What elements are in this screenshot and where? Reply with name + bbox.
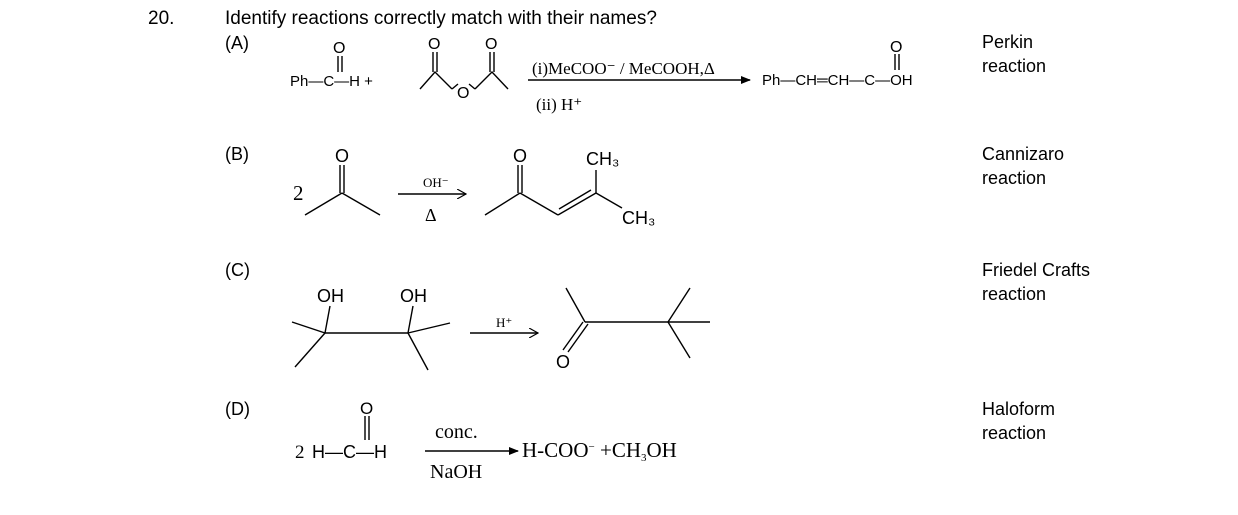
reaction-d-coefficient: 2 <box>295 442 305 463</box>
reaction-d-formaldehyde <box>364 416 370 440</box>
reaction-a-anhydride-bridge-o: O <box>457 85 469 102</box>
reaction-d-condition-bottom: NaOH <box>430 461 482 483</box>
reaction-c-pinacol <box>291 305 451 371</box>
reaction-a-condition-2: (ii) H⁺ <box>536 95 582 114</box>
reaction-a-product-carbonyl <box>894 54 900 70</box>
reaction-a-condition-1: (i)MeCOO⁻ / MeCOOH,Δ <box>532 59 715 78</box>
reaction-b-product <box>484 165 623 216</box>
reaction-d-reactant: H—C—H <box>312 442 387 462</box>
name-haloform: Haloform reaction <box>982 399 1056 443</box>
reaction-a-benzaldehyde <box>337 56 343 72</box>
reaction-a-anhydride-o2: O <box>485 36 497 53</box>
reaction-b-product-o: O <box>513 146 527 166</box>
reaction-a-anhydride <box>419 52 509 90</box>
reaction-a-product: Ph—CH═CH—C—OH <box>762 72 913 89</box>
option-label-a: (A) <box>225 33 249 53</box>
reaction-c-oh-left: OH <box>317 286 344 306</box>
option-label-c: (C) <box>225 260 250 280</box>
reaction-a-reactant: Ph—C—H + <box>290 73 373 90</box>
reaction-a-product-o: O <box>890 39 902 56</box>
reaction-b-ch3-top: CH₃ <box>586 149 619 169</box>
reaction-d-products: H-COO− +CH3OH <box>522 438 677 464</box>
reaction-b-ch3-bottom: CH₃ <box>622 208 655 228</box>
reaction-d-o-atom: O <box>360 399 373 418</box>
reaction-d-condition-top: conc. <box>435 421 478 443</box>
reaction-b-reagent: OH⁻ <box>423 175 449 190</box>
reaction-b-acetone <box>304 165 381 216</box>
name-perkin: Perkin reaction <box>982 32 1047 76</box>
option-label-d: (D) <box>225 399 250 419</box>
reaction-a-o-atom: O <box>333 40 345 57</box>
option-label-b: (B) <box>225 144 249 164</box>
question-number: 20. <box>148 8 175 29</box>
reaction-c-product-o: O <box>556 352 570 372</box>
question-text: Identify reactions correctly match with … <box>225 8 657 29</box>
reaction-a-anhydride-o1: O <box>428 36 440 53</box>
name-cannizaro: Cannizaro reaction <box>982 144 1065 188</box>
reaction-b-condition: Δ <box>425 205 437 225</box>
reaction-c-pinacolone <box>562 287 710 359</box>
reaction-b-coefficient: 2 <box>293 181 304 205</box>
reaction-c-reagent: H⁺ <box>496 315 512 330</box>
name-friedel-crafts: Friedel Crafts reaction <box>982 260 1091 304</box>
reaction-c-oh-right: OH <box>400 286 427 306</box>
reaction-b-reactant-o: O <box>335 146 349 166</box>
